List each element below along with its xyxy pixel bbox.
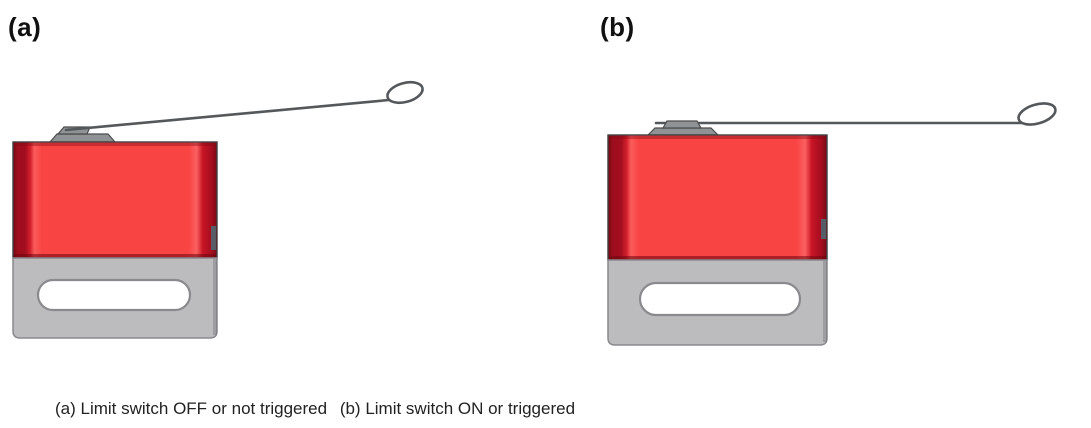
panel-label-b: (b) [600, 12, 635, 42]
base-edge-shade-b [823, 261, 827, 342]
limit-switch-a [12, 80, 424, 339]
hinge-mount-a [48, 133, 117, 143]
lever-loop-b [1017, 102, 1057, 126]
mounting-slot-b [638, 281, 802, 317]
body-bottom-shade-b [609, 256, 826, 260]
terminal-detail-b [821, 219, 826, 239]
caption-b: (b) Limit switch ON or triggered [339, 399, 576, 418]
mounting-slot-a [36, 278, 192, 312]
hinge-mount-b [646, 127, 720, 136]
switch-body-b [607, 134, 828, 261]
base-edge-shade-a [213, 259, 217, 335]
panel-label-a: (a) [8, 12, 42, 42]
lever-loop-a [386, 80, 424, 105]
caption-a: (a) Limit switch OFF or not triggered [55, 399, 328, 418]
terminal-detail-a [211, 226, 216, 250]
body-top-shade-b [609, 136, 826, 139]
figure-caption: (a) Limit switch OFF or not triggered (b… [55, 399, 575, 419]
body-bottom-shade-a [14, 254, 216, 258]
limit-switch-b [607, 102, 1057, 346]
switch-body-a [12, 141, 218, 259]
lever-fold-b [661, 120, 703, 129]
lever-arm-a [64, 98, 391, 132]
body-top-shade-a [14, 143, 216, 146]
